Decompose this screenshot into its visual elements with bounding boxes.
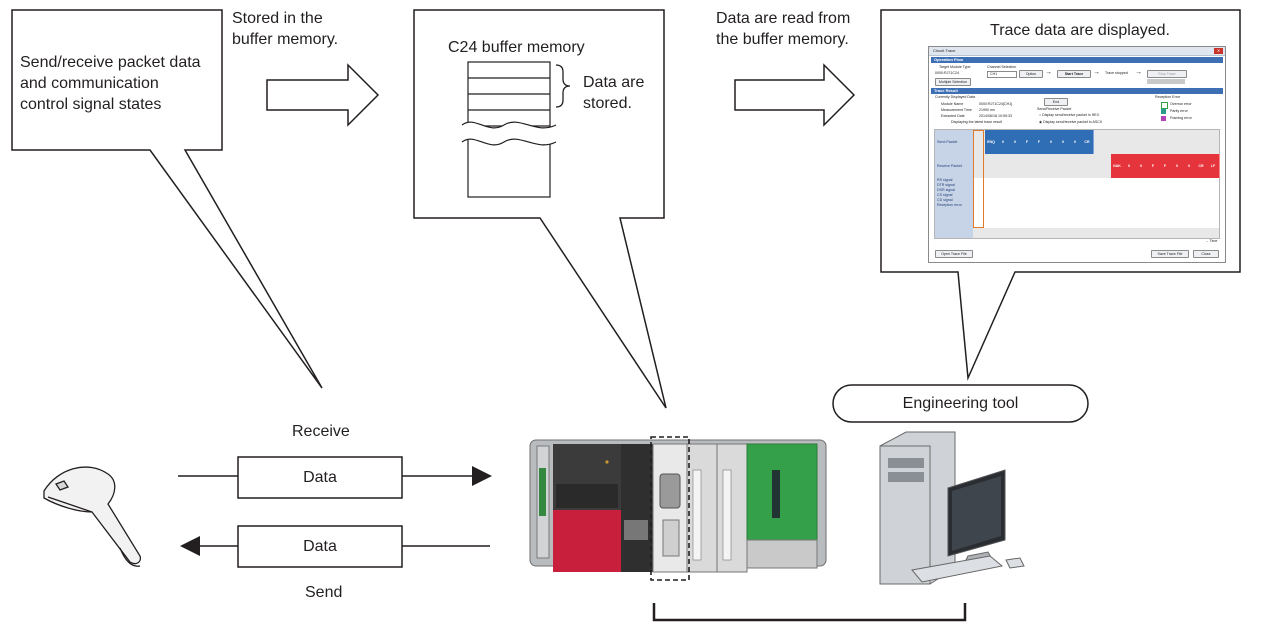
framing-error-label: Framing error (1170, 116, 1192, 120)
reception-error-label: Reception Error (1155, 95, 1181, 99)
open-trace-file-button[interactable]: Open Trace File (935, 250, 973, 258)
time-label: → Time (1205, 239, 1218, 243)
plc-rack (529, 439, 827, 573)
send-packet-row-label: Send Packet (935, 130, 973, 154)
read-flow-arrow (734, 63, 856, 127)
target-module-type-label: Target Module Type (939, 65, 971, 69)
signal-label: CS signal (937, 193, 953, 197)
data-stored-text: Data are stored. (583, 74, 645, 112)
window-title: Circuit Trace (929, 47, 1225, 56)
connection-bracket (652, 603, 967, 622)
module-name-value: 0000:RJ71C24[CH1] (979, 102, 1013, 106)
stored-label: Stored in the buffer memory. (232, 10, 339, 48)
buffer-memory-graphic (461, 61, 557, 198)
end-button[interactable]: End (1044, 98, 1068, 106)
operation-flow-header: Operation Flow (931, 57, 1223, 63)
callout-packet-data (11, 9, 323, 389)
display-ascii-radio[interactable]: ◉ Display send/receive packet in ASCII (1039, 120, 1102, 125)
option-button[interactable]: Option (1019, 70, 1043, 78)
flow-arrow-icon: → (1045, 69, 1052, 76)
c24-module-highlight (650, 436, 690, 581)
engineering-tool-label: Engineering tool (902, 395, 1019, 412)
measurement-time-value: 21990 ms (979, 108, 995, 112)
display-hex-radio[interactable]: ○ Display send/receive packet in HEX (1039, 113, 1099, 118)
progress-bar (1147, 79, 1185, 84)
close-button[interactable]: Close (1193, 250, 1219, 258)
circuit-trace-window: Circuit Trace ✕ Operation Flow Target Mo… (928, 46, 1226, 263)
overrun-error-label: Overrun error (1170, 102, 1192, 106)
display-hex-label: Display send/receive packet in HEX (1042, 113, 1100, 117)
display-ascii-label: Display send/receive packet in ASCII (1043, 120, 1102, 124)
time-text: Time (1209, 239, 1218, 243)
signal-labels: RS signal DTR signal DSR signal CS signa… (935, 178, 973, 238)
flow-arrow-icon: → (1135, 69, 1142, 76)
read-label: Data are read from the buffer memory. (716, 10, 851, 48)
send-data-label: Data (303, 538, 337, 555)
receive-packet-row-label: Receive Packet (935, 154, 973, 178)
displaying-latest-label: Displaying the latest trace result (951, 120, 1002, 124)
signal-label: Reception error (937, 203, 962, 207)
trace-grid: Send Packet Receive Packet RS signal DTR… (934, 129, 1220, 239)
send-arrowhead (180, 536, 200, 556)
send-data-box (237, 525, 403, 568)
extracted-date-value: 2014/06/18 10:59:33 (979, 114, 1012, 118)
signal-label: DSR signal (937, 188, 955, 192)
signal-label: DTR signal (937, 183, 955, 187)
close-icon[interactable]: ✕ (1214, 48, 1223, 54)
flow-arrow-icon: → (1093, 69, 1100, 76)
send-receive-packet-label: Send/Receive Packet (1037, 107, 1072, 111)
receive-data-box (237, 456, 403, 499)
radio-icon: ○ (1039, 113, 1043, 117)
stored-flow-arrow (266, 63, 380, 127)
signal-label: RS signal (937, 178, 953, 182)
send-packet-cell: CR (1081, 130, 1094, 154)
multiple-selection-button[interactable]: Multiple Selection (935, 78, 971, 86)
stored-brace (555, 64, 571, 108)
receive-data-label: Data (303, 469, 337, 486)
trace-result-header: Trace Result (931, 88, 1223, 94)
channel-select[interactable]: CH1 (987, 71, 1017, 78)
measurement-time-label: Measurement Time (941, 108, 972, 112)
packet-data-text: Send/receive packet data and communicati… (20, 54, 201, 113)
framing-error-icon (1161, 116, 1166, 121)
trace-stopped-label: Trace stopped (1105, 71, 1128, 75)
parity-error-icon (1161, 109, 1166, 114)
module-name-label: Module Name (941, 102, 964, 106)
barcode-scanner-icon (43, 466, 142, 567)
parity-error-label: Parity error (1170, 109, 1188, 113)
trace-displayed-text: Trace data are displayed. (990, 22, 1170, 39)
currently-displayed-label: Currently Displayed Data (935, 95, 975, 99)
target-module-value: 0000:RJ71C24 (935, 71, 959, 75)
computer-icon (879, 431, 1025, 585)
buffer-memory-title: C24 buffer memory (448, 39, 585, 56)
receive-arrowhead (472, 466, 492, 486)
receive-label: Receive (292, 423, 350, 440)
trace-cursor[interactable] (973, 130, 984, 228)
channel-selection-label: Channel Selection (987, 65, 1017, 69)
send-label: Send (305, 584, 343, 601)
overrun-error-icon (1161, 102, 1168, 109)
save-trace-file-button[interactable]: Save Trace File (1151, 250, 1189, 258)
start-trace-button[interactable]: Start Trace (1057, 70, 1091, 78)
extracted-date-label: Extracted Date (941, 114, 965, 118)
engineering-tool-pill (832, 384, 1089, 423)
signal-area (973, 178, 1219, 228)
radio-selected-icon: ◉ (1039, 120, 1044, 124)
receive-packet-cell: LF (1207, 154, 1220, 178)
stop-trace-button[interactable]: Stop Trace (1147, 70, 1187, 78)
signal-label: CD signal (937, 198, 953, 202)
